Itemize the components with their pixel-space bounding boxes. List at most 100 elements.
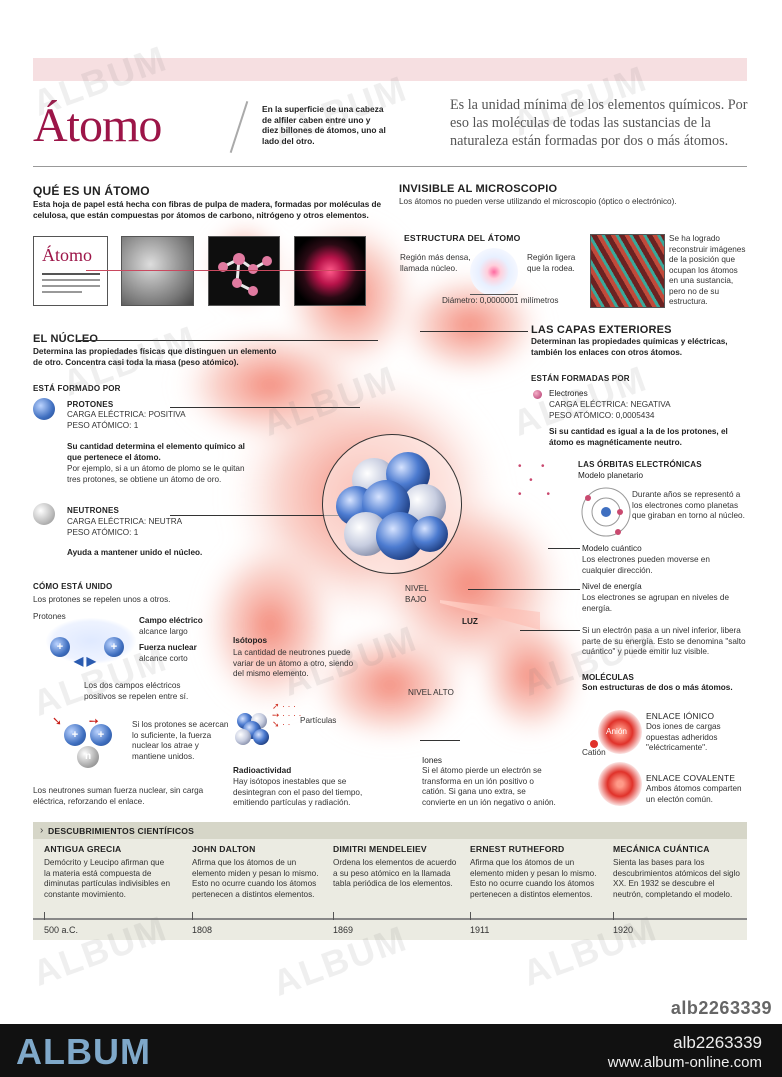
- iones-pointer: [420, 740, 460, 741]
- timeline-tick: [613, 912, 614, 920]
- cation-icon: [590, 740, 598, 748]
- protones-pointer: [170, 407, 360, 408]
- cellulose-molecule-photo: [208, 236, 280, 306]
- protones-text2: Por ejemplo, si a un átomo de plomo se l…: [67, 464, 245, 484]
- neutrones-carga: CARGA ELÉCTRICA: NEUTRA: [67, 517, 183, 526]
- nucleus-cluster: [336, 452, 448, 560]
- timeline-tick: [44, 912, 45, 920]
- protones-label: Protones: [33, 612, 66, 621]
- electron-cloud: [175, 215, 585, 745]
- moleculas-title: MOLÉCULAS: [582, 673, 634, 682]
- neutrones-title: NEUTRONES: [67, 506, 120, 515]
- neutrones-text: Ayuda a mantener unido el núcleo.: [67, 548, 203, 557]
- repel-arrows-icon: ◀ ▶: [74, 654, 96, 668]
- timeline-item-text: Demócrito y Leucipo afirman que la mater…: [44, 858, 171, 899]
- images-note: Se ha logrado reconstruir imágenes de la…: [669, 234, 746, 306]
- footer-code-grey: alb2263339: [670, 998, 772, 1018]
- electrones-text: Si su cantidad es igual a la de los prot…: [549, 427, 728, 447]
- iones-title: Iones: [422, 756, 443, 765]
- quantum-dots: • • •• •: [518, 461, 551, 500]
- energia-pointer: [468, 589, 580, 590]
- que-es-title: QUÉ ES UN ÁTOMO: [33, 184, 150, 198]
- ionico-title: ENLACE IÓNICO: [646, 711, 715, 721]
- unido-text: Los protones se repelen unos a otros.: [33, 595, 171, 604]
- title-slash: [229, 101, 249, 153]
- protones-carga: CARGA ELÉCTRICA: POSITIVA: [67, 410, 186, 419]
- timeline-tick: [470, 912, 471, 920]
- electrones-carga: CARGA ELÉCTRICA: NEGATIVA: [549, 400, 671, 409]
- capas-rule: [420, 331, 528, 332]
- covalente-title: ENLACE COVALENTE: [646, 773, 736, 783]
- timeline-tick: [192, 912, 193, 920]
- covalente-text: Ambos átomos comparten un electón común.: [646, 784, 742, 804]
- atom-surface-image: [590, 234, 665, 308]
- timeline-item-text: Afirma que los átomos de un elemento mid…: [470, 858, 597, 899]
- top-band: [33, 58, 747, 81]
- chevron-right-icon: ›: [40, 825, 44, 836]
- timeline-item-text: Sienta las bases para los descubrimiento…: [613, 858, 740, 899]
- ionico-text: Dos iones de cargas opuestas adheridos "…: [646, 722, 721, 752]
- campo-title: Campo eléctrico: [139, 616, 203, 625]
- formado-title: ESTÁ FORMADO POR: [33, 384, 121, 393]
- proton-icon: [33, 398, 55, 420]
- salto-pointer: [520, 630, 580, 631]
- bonded-proton-right: +: [90, 724, 112, 746]
- unido-title: CÓMO ESTÁ UNIDO: [33, 582, 113, 591]
- invisible-text: Los átomos no pueden verse utilizando el…: [399, 197, 677, 206]
- orbitas-sub: Modelo planetario: [578, 471, 644, 480]
- timeline-item: MECÁNICA CUÁNTICA Sienta las bases para l…: [613, 844, 743, 900]
- ionic-bond-icon: [598, 710, 642, 754]
- timeline-item-name: ANTIGUA GRECIA: [44, 844, 122, 854]
- timeline-item-name: DIMITRI MENDELEIEV: [333, 844, 427, 854]
- acercan-text: Si los protones se acercan lo suficiente…: [132, 720, 229, 761]
- nivel-bajo-label: NIVEL BAJO: [405, 584, 429, 604]
- timeline-axis: [33, 918, 747, 920]
- diameter-label: Diámetro: 0,0000001 milímetros: [442, 296, 559, 305]
- footer-url: www.album-online.com: [607, 1054, 762, 1071]
- radio-title: Radioactividad: [233, 766, 292, 775]
- isotopos-title: Isótopos: [233, 636, 268, 645]
- cuantico-pointer: [548, 548, 580, 549]
- invisible-title: INVISIBLE AL MICROSCOPIO: [399, 183, 558, 195]
- isotope-cluster: [235, 713, 269, 745]
- formadas-title: ESTÁN FORMADAS POR: [531, 374, 630, 383]
- footer-bar: [0, 1024, 782, 1077]
- timeline-item-name: JOHN DALTON: [192, 844, 256, 854]
- fuerza-sub: alcance corto: [139, 654, 188, 663]
- energia-text: Los electrones se agrupan en niveles de …: [582, 593, 730, 613]
- nucleo-rule: [78, 340, 378, 341]
- cuantico-title: Modelo cuántico: [582, 544, 642, 553]
- molecule-icon: [218, 253, 272, 296]
- covalent-bond-icon: [598, 762, 642, 806]
- timeline-item-name: MECÁNICA CUÁNTICA: [613, 844, 710, 854]
- dense-region-label: Región más densa, llamada núcleo.: [400, 253, 471, 273]
- attract-arrows-icon: ➘ ➙: [52, 714, 99, 728]
- protones-title: PROTONES: [67, 400, 114, 409]
- planetary-model-icon: [581, 487, 631, 537]
- descubrimientos-title: DESCUBRIMIENTOS CIENTÍFICOS: [48, 826, 195, 836]
- footer-code: alb2263339: [673, 1033, 762, 1052]
- salto-text: Si un electrón pasa a un nivel inferior,…: [582, 626, 746, 656]
- neutrones-pointer: [170, 515, 340, 516]
- timeline-item: ANTIGUA GRECIA Demócrito y Leucipo afirma…: [44, 844, 174, 900]
- bonded-proton-left: +: [64, 724, 86, 746]
- capas-title: LAS CAPAS EXTERIORES: [531, 324, 672, 336]
- paper-fibers-photo: [121, 236, 194, 306]
- nucleo-text: Determina las propiedades físicas que di…: [33, 347, 277, 367]
- protones-text1: Su cantidad determina el elemento químic…: [67, 442, 245, 462]
- particle-rays: ➚ · · ·➙ · · · ·➘ · ·: [272, 701, 302, 729]
- neutrones-peso: PESO ATÓMICO: 1: [67, 528, 139, 537]
- atom-photo: [294, 236, 366, 306]
- proton-left: +: [50, 637, 70, 657]
- energia-title: Nivel de energía: [582, 582, 642, 591]
- iones-text: Si el átomo pierde un electrón se transf…: [422, 766, 556, 807]
- timeline-year: 1869: [333, 925, 354, 935]
- page-title: Átomo: [33, 99, 162, 152]
- page-thumbnail: Átomo: [33, 236, 108, 306]
- bonded-neutron: n: [77, 746, 99, 768]
- light-region-label: Región ligera que la rodea.: [527, 253, 576, 273]
- atom-structure-diagram: [470, 248, 518, 296]
- radio-text: Hay isótopos inestables que se desintegr…: [233, 777, 363, 807]
